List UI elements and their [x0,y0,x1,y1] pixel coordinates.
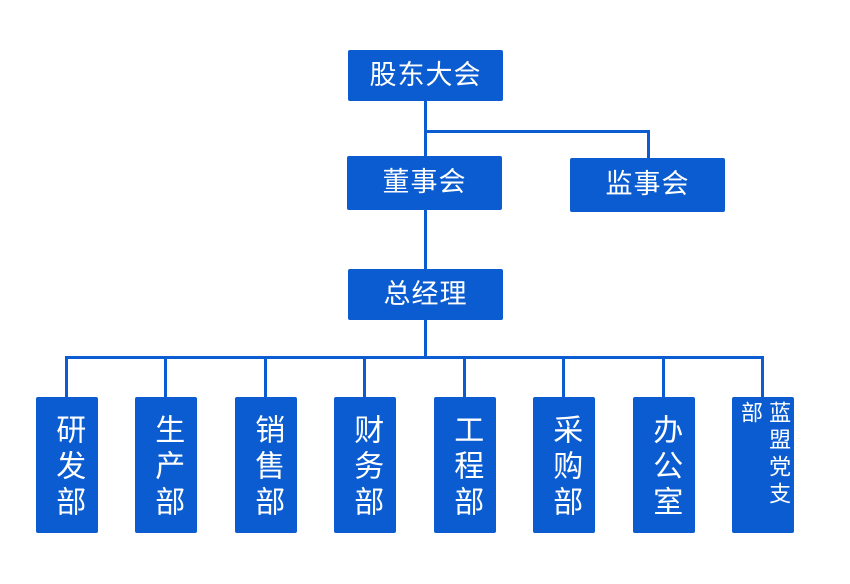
connector-to-department-5 [463,356,466,397]
node-general-manager[interactable]: 总经理 [348,269,503,320]
node-department-party-branch[interactable]: 蓝盟党支部 [732,397,794,533]
connector-manager-down [424,320,427,358]
connector-to-department-3 [264,356,267,397]
node-department-sales[interactable]: 销售部 [235,397,297,533]
node-shareholders-meeting[interactable]: 股东大会 [348,50,503,101]
connector-to-department-6 [562,356,565,397]
node-board-of-directors[interactable]: 董事会 [347,156,502,210]
connector-to-department-4 [363,356,366,397]
connector-to-department-8 [761,356,764,397]
connector-to-department-2 [164,356,167,397]
node-department-rd[interactable]: 研发部 [36,397,98,533]
connector-level2-bus [424,130,650,133]
connector-departments-bus [65,356,764,359]
node-department-procurement[interactable]: 采购部 [533,397,595,533]
connector-shareholders-down [424,101,427,132]
node-department-office[interactable]: 办公室 [633,397,695,533]
node-department-production[interactable]: 生产部 [135,397,197,533]
connector-directors-to-manager [424,210,427,269]
connector-to-department-7 [662,356,665,397]
connector-to-board-of-directors [424,130,427,158]
node-department-finance[interactable]: 财务部 [334,397,396,533]
node-department-engineering[interactable]: 工程部 [434,397,496,533]
connector-to-department-1 [65,356,68,397]
node-board-of-supervisors[interactable]: 监事会 [570,158,725,212]
connector-to-board-of-supervisors [647,130,650,160]
